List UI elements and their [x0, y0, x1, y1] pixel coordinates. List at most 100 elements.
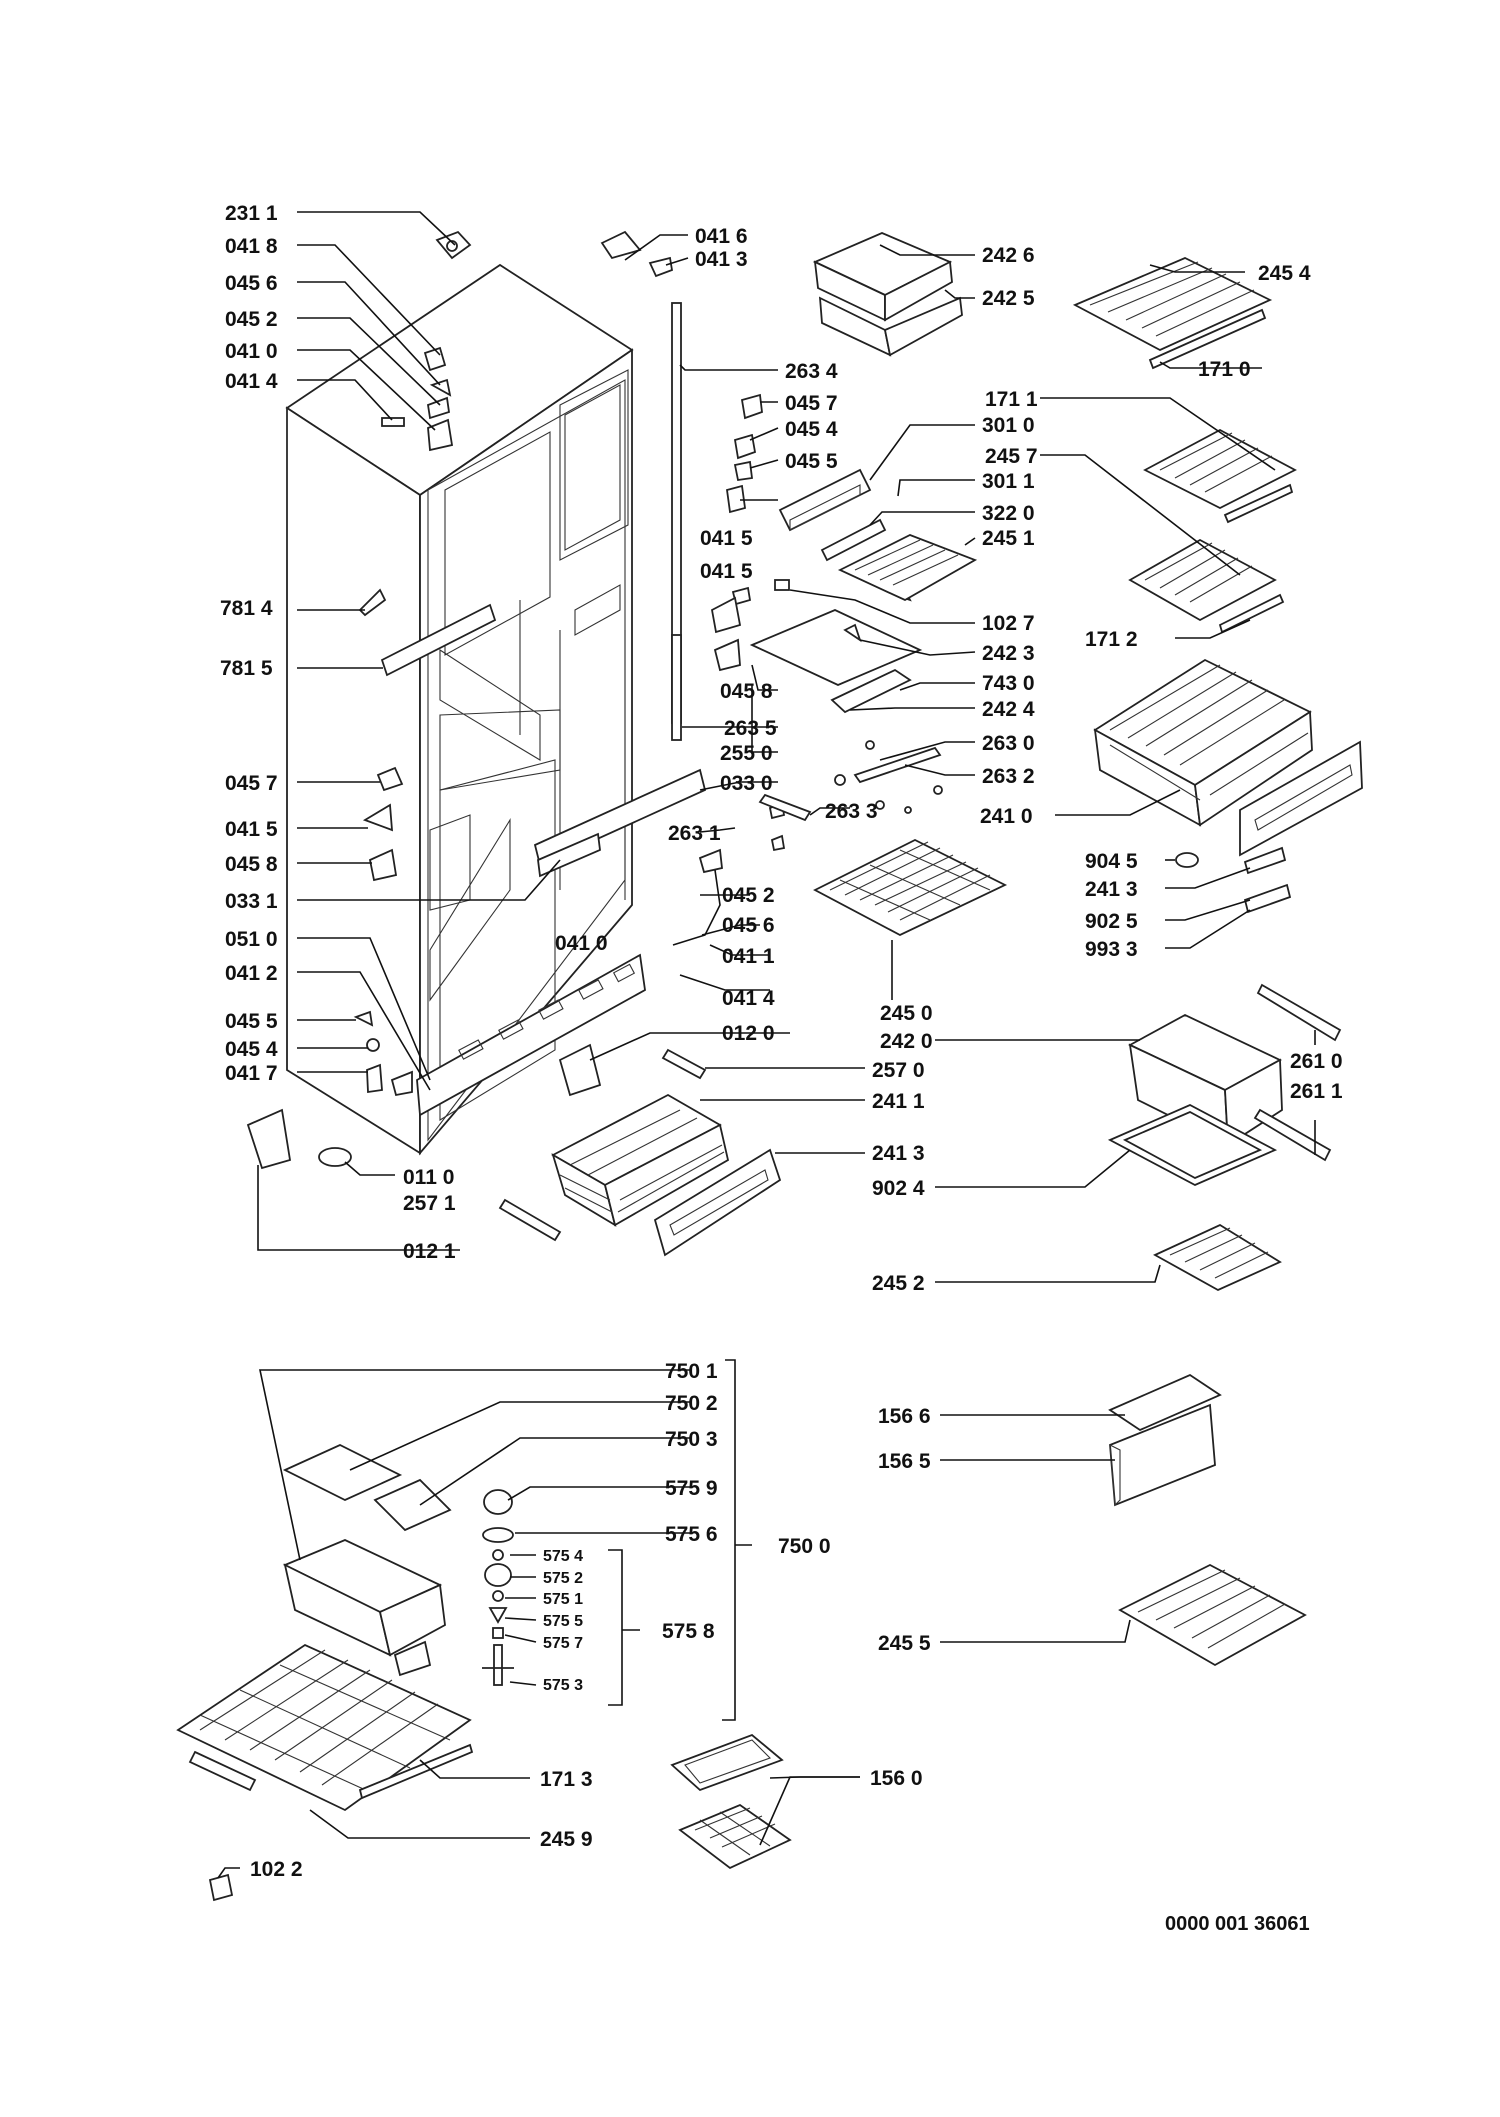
- label-0415a: 041 5: [700, 527, 753, 550]
- label-0414a: 041 4: [225, 370, 278, 393]
- freezer-tray: [812, 232, 963, 357]
- label-2459: 245 9: [540, 1828, 593, 1851]
- shelf-2452: [1153, 1223, 1282, 1292]
- door-bin: [778, 468, 872, 532]
- label-5752: 575 2: [543, 1570, 583, 1587]
- label-0416: 041 6: [695, 225, 748, 248]
- label-1713: 171 3: [540, 1768, 593, 1791]
- label-2457: 245 7: [985, 445, 1038, 468]
- label-0415b: 041 5: [700, 560, 753, 583]
- label-2634: 263 4: [785, 360, 838, 383]
- label-7814: 781 4: [220, 597, 273, 620]
- label-0455b: 045 5: [225, 1010, 278, 1033]
- label-0456a: 045 6: [225, 272, 278, 295]
- label-0510: 051 0: [225, 928, 278, 951]
- clip-9025: [1243, 883, 1292, 914]
- label-2420: 242 0: [880, 1030, 933, 1053]
- label-2411: 241 1: [872, 1090, 925, 1113]
- label-0452a: 045 2: [225, 308, 278, 331]
- label-2611: 261 1: [1290, 1080, 1343, 1103]
- label-2450: 245 0: [880, 1002, 933, 1025]
- label-0457b: 045 7: [225, 772, 278, 795]
- label-0415c: 041 5: [225, 818, 278, 841]
- label-7430: 743 0: [982, 672, 1035, 695]
- label-7501: 750 1: [665, 1360, 718, 1383]
- label-0452b: 045 2: [722, 884, 775, 907]
- label-1711: 171 1: [985, 388, 1038, 411]
- label-0413: 041 3: [695, 248, 748, 271]
- wire-basket-2410: [1093, 658, 1363, 857]
- document-number: 0000 001 36061: [1165, 1913, 1310, 1935]
- shelves-2457: [1128, 428, 1297, 634]
- label-0417: 041 7: [225, 1062, 278, 1085]
- light-unit: [830, 668, 912, 714]
- shelf-2455: [1118, 1563, 1307, 1667]
- label-2550: 255 0: [720, 742, 773, 765]
- label-5754: 575 4: [543, 1548, 583, 1565]
- label-0331: 033 1: [225, 890, 278, 913]
- label-0120: 012 0: [722, 1022, 775, 1045]
- label-2632: 263 2: [982, 765, 1035, 788]
- shelf-support-rails: [671, 302, 682, 741]
- label-1565: 156 5: [878, 1450, 931, 1473]
- label-0410a: 041 0: [225, 340, 278, 363]
- label-2425: 242 5: [982, 287, 1035, 310]
- rail-2571: [498, 1198, 562, 1242]
- label-2426: 242 6: [982, 244, 1035, 267]
- label-5756: 575 6: [665, 1523, 718, 1546]
- label-0110: 011 0: [403, 1166, 454, 1189]
- label-3011: 301 1: [982, 470, 1035, 493]
- label-0454a: 045 4: [785, 418, 838, 441]
- clip-2413: [1243, 846, 1287, 875]
- label-1560: 156 0: [870, 1767, 923, 1790]
- label-0414b: 041 4: [722, 987, 775, 1010]
- label-9045: 904 5: [1085, 850, 1138, 873]
- knob-9045: [1175, 852, 1199, 868]
- label-2571: 257 1: [403, 1192, 456, 1215]
- label-0418: 041 8: [225, 235, 278, 258]
- label-2311: 231 1: [225, 202, 278, 225]
- refrigerator-cabinet: [285, 263, 707, 1156]
- drawer-frame: [1107, 1104, 1278, 1186]
- label-7503: 750 3: [665, 1428, 718, 1451]
- part-labels: 231 1 041 8 045 6 045 2 041 0 041 4 041 …: [220, 202, 1343, 1935]
- label-7500: 750 0: [778, 1535, 831, 1558]
- label-2413a: 241 3: [872, 1142, 925, 1165]
- label-0455a: 045 5: [785, 450, 838, 473]
- label-5759: 575 9: [665, 1477, 718, 1500]
- label-9933: 993 3: [1085, 938, 1138, 961]
- small-grid-shelf: [837, 534, 978, 602]
- label-9024: 902 4: [872, 1177, 925, 1200]
- label-0412: 041 2: [225, 962, 278, 985]
- wire-shelf-2450: [813, 838, 1008, 937]
- label-2630: 263 0: [982, 732, 1035, 755]
- label-0330: 033 0: [720, 772, 773, 795]
- label-2424: 242 4: [982, 698, 1035, 721]
- label-1712: 171 2: [1085, 628, 1138, 651]
- label-0457a: 045 7: [785, 392, 838, 415]
- label-2635: 263 5: [724, 717, 777, 740]
- label-9025: 902 5: [1085, 910, 1138, 933]
- center-fittings: [698, 393, 786, 874]
- label-7502: 750 2: [665, 1392, 718, 1415]
- label-2633: 263 3: [825, 800, 878, 823]
- bracket-0120: [558, 1043, 602, 1097]
- fitting-1027: [774, 579, 790, 591]
- label-1022: 102 2: [250, 1858, 303, 1881]
- label-0454b: 045 4: [225, 1038, 278, 1061]
- ice-box-assembly: [282, 1444, 452, 1677]
- glass-plate: [749, 609, 923, 686]
- label-2423: 242 3: [982, 642, 1035, 665]
- label-5753: 575 3: [543, 1677, 583, 1694]
- thermostat-stack: [482, 1489, 514, 1686]
- label-2455: 245 5: [878, 1632, 931, 1655]
- label-5751: 575 1: [543, 1591, 583, 1608]
- label-0458b: 045 8: [225, 853, 278, 876]
- label-2410: 241 0: [980, 805, 1033, 828]
- label-5757: 575 7: [543, 1635, 583, 1652]
- label-2631: 263 1: [668, 822, 721, 845]
- label-2413b: 241 3: [1085, 878, 1138, 901]
- label-0410b: 041 0: [555, 932, 608, 955]
- label-2451: 245 1: [982, 527, 1035, 550]
- label-0458a: 045 8: [720, 680, 773, 703]
